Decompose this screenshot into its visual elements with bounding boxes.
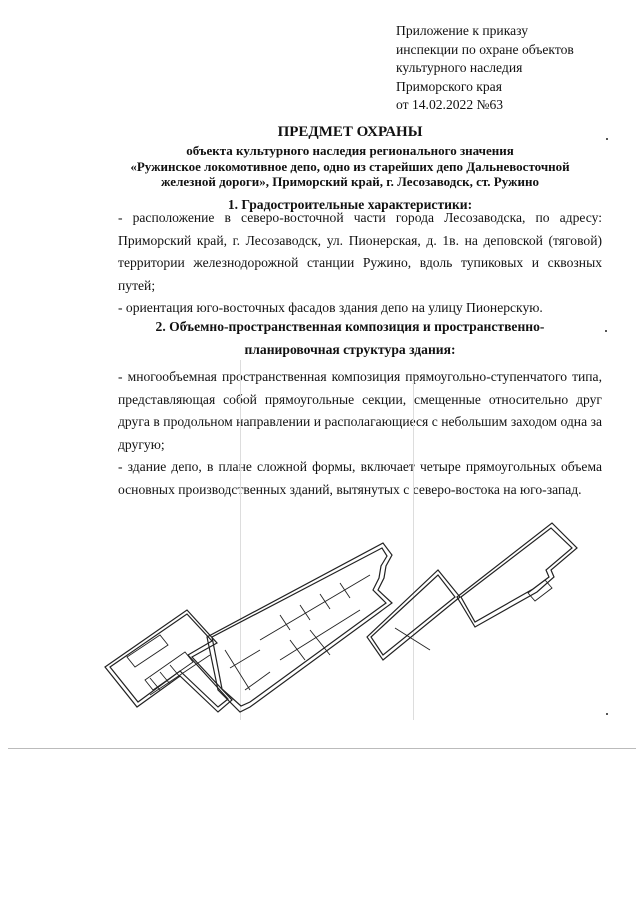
page-divider	[8, 748, 636, 749]
plan-section-2	[206, 542, 393, 713]
section1-body: - расположение в северо-восточной части …	[118, 207, 602, 320]
plan-section-1	[104, 609, 233, 713]
appendix-line: культурного наследия	[396, 60, 523, 76]
section1-item: - расположение в северо-восточной части …	[118, 210, 602, 293]
scan-fold-line	[240, 360, 241, 720]
scan-fold-line	[413, 380, 414, 720]
plan-section-2-inner	[211, 547, 388, 707]
subtitle-line: объекта культурного наследия регионально…	[186, 143, 514, 158]
section2-body: - многообъемная пространственная компози…	[118, 366, 602, 501]
section1-item: - ориентация юго-восточных фасадов здани…	[118, 300, 543, 315]
subtitle-line: «Ружинское локомотивное депо, одно из ст…	[130, 158, 570, 174]
subtitle-line: железной дороги», Приморский край, г. Ле…	[161, 174, 539, 190]
appendix-note: Приложение к приказу инспекции по охране…	[396, 22, 574, 115]
scan-speck	[605, 330, 607, 332]
scan-speck	[606, 138, 608, 140]
plan-section-3	[366, 569, 461, 661]
plan-section-3-inner	[370, 574, 456, 656]
scan-speck	[606, 713, 608, 715]
document-title: ПРЕДМЕТ ОХРАНЫ	[277, 124, 423, 140]
document-subtitle: объекта культурного наследия регионально…	[60, 143, 640, 190]
floor-plan-outline	[104, 522, 578, 713]
appendix-line: Приложение к приказу	[396, 23, 529, 38]
appendix-line: Приморского края	[396, 78, 502, 94]
section1-heading: 1. Градостроительные характеристики:	[227, 197, 473, 212]
plan-section-4-inner	[460, 527, 573, 623]
appendix-line: инспекции по охране объектов	[396, 41, 574, 57]
plan-section-1-inner	[109, 613, 229, 708]
section2-heading-line2: планировочная структура здания:	[244, 342, 456, 357]
section2-heading-line1: 2. Объемно-пространственная композиция и…	[155, 319, 545, 334]
section2-item: - многообъемная пространственная компози…	[118, 369, 602, 452]
section2-item: - здание депо, в плане сложной формы, вк…	[118, 459, 602, 497]
plan-interior-walls	[126, 574, 553, 696]
plan-section-4	[456, 522, 578, 628]
appendix-line: от 14.02.2022 №63	[396, 97, 504, 113]
